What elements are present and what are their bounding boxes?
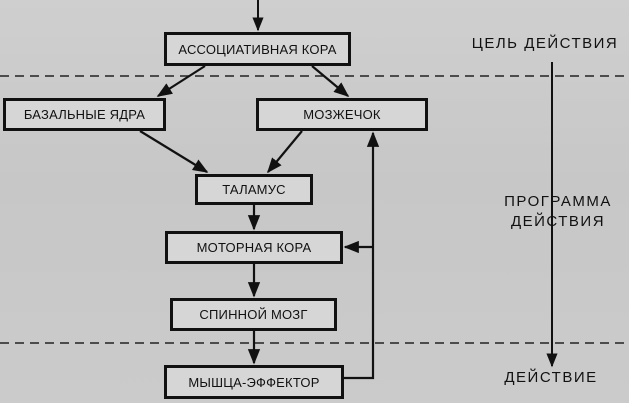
arrow-cerebellum-to-thalamus	[267, 130, 303, 174]
motor-cortex-box: МОТОРНАЯ КОРА	[165, 231, 343, 264]
thalamus-label: ТАЛАМУС	[222, 182, 286, 197]
association-cortex-label: АССОЦИАТИВНАЯ КОРА	[178, 41, 337, 57]
arrow-basal-to-thalamus	[139, 130, 209, 173]
action-label: ДЕЙСТВИЕ	[504, 369, 598, 386]
program-label-line2: ДЕЙСТВИЯ	[510, 213, 606, 230]
basal-ganglia-label: БАЗАЛЬНЫЕ ЯДРА	[23, 107, 146, 122]
effector-muscle-label: МЫШЦА-ЭФФЕКТОР	[188, 374, 320, 390]
motor-cortex-label: МОТОРНАЯ КОРА	[196, 240, 312, 255]
feedback-muscle-to-cerebellum	[344, 131, 380, 380]
spinal-cord-label: СПИННОЙ МОЗГ	[199, 307, 308, 322]
program-label: ПРОГРАММА ДЕЙСТВИЯ	[488, 192, 628, 232]
arrow-assoc-to-cerebellum	[311, 65, 350, 97]
basal-ganglia-box: БАЗАЛЬНЫЕ ЯДРА	[3, 98, 166, 131]
arrow-assoc-to-basal	[156, 65, 206, 97]
cerebellum-label: МОЗЖЕЧОК	[303, 107, 381, 122]
thalamus-box: ТАЛАМУС	[195, 174, 313, 205]
spinal-cord-box: СПИННОЙ МОЗГ	[170, 298, 337, 331]
program-label-line1: ПРОГРАММА	[504, 193, 612, 210]
cerebellum-box: МОЗЖЕЧОК	[256, 98, 428, 131]
goal-label: ЦЕЛЬ ДЕЙСТВИЯ	[471, 35, 619, 52]
association-cortex-box: АССОЦИАТИВНАЯ КОРА	[164, 32, 351, 66]
effector-muscle-box: МЫШЦА-ЭФФЕКТОР	[164, 365, 344, 399]
